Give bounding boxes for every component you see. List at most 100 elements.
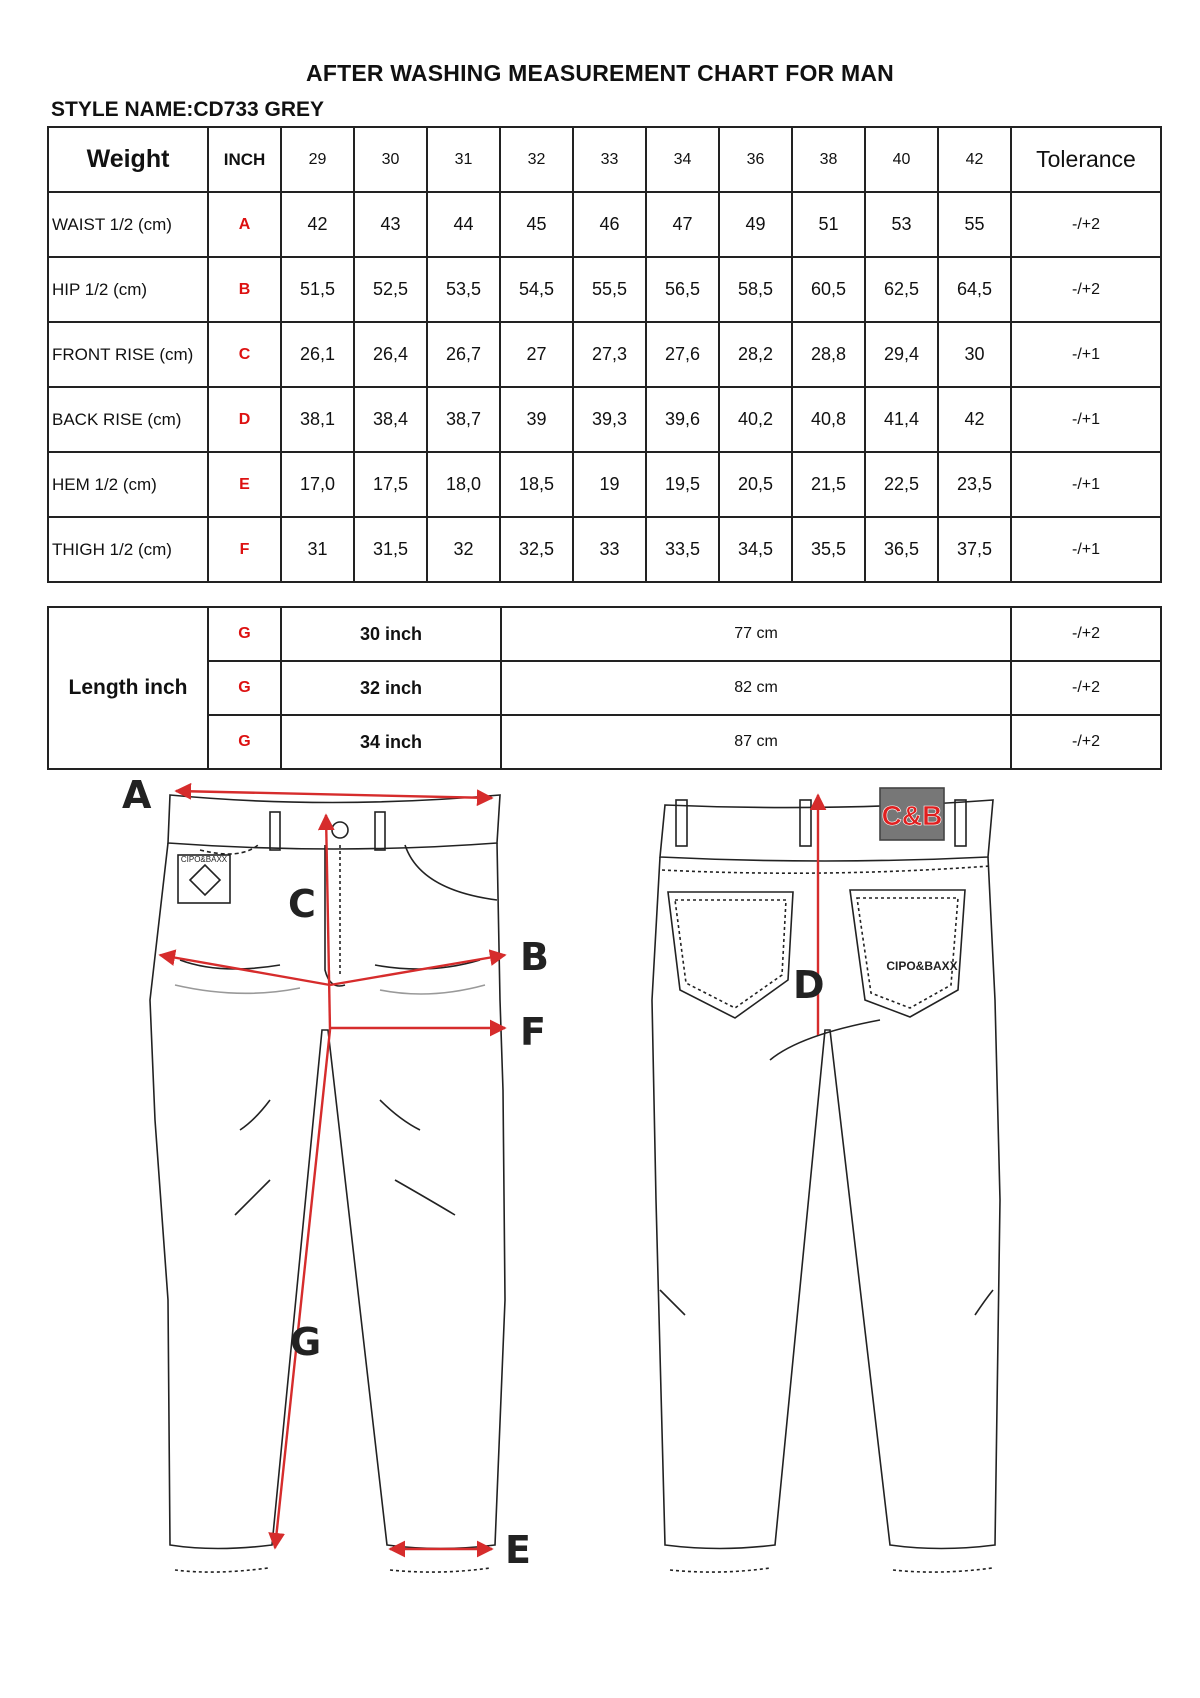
page-title: AFTER WASHING MEASUREMENT CHART FOR MAN: [306, 60, 894, 86]
length-inch-label: Length inch: [47, 606, 209, 770]
measurement-value: 33: [572, 516, 647, 583]
length-row: G 32 inch 82 cm -/+2: [48, 660, 1162, 716]
length-code: G: [207, 714, 282, 770]
inseam-arrow: [268, 1029, 332, 1550]
measurement-value: 53,5: [426, 256, 501, 323]
measurement-value: 52,5: [353, 256, 428, 323]
size-header-cell: 30: [353, 126, 428, 193]
measurement-value: 29,4: [864, 321, 939, 388]
size-header-cell: 42: [937, 126, 1012, 193]
measurement-value: 19: [572, 451, 647, 518]
measurement-value: 34,5: [718, 516, 793, 583]
label-e: E: [505, 1528, 531, 1572]
length-code: G: [207, 660, 282, 716]
measurement-value: 35,5: [791, 516, 866, 583]
measurement-value: 18,5: [499, 451, 574, 518]
measurement-value: 55: [937, 191, 1012, 258]
measurement-code: E: [207, 451, 282, 518]
back-pocket-text: CIPO&BAXX: [886, 959, 957, 973]
waist-arrow: [174, 782, 494, 807]
measurement-value: 53: [864, 191, 939, 258]
measurement-label: HIP 1/2 (cm): [47, 256, 209, 323]
measurement-value: 54,5: [499, 256, 574, 323]
brand-logo: C&B: [882, 800, 943, 831]
length-row: Length inch G 30 inch 77 cm -/+2: [47, 606, 1162, 770]
measurement-value: 22,5: [864, 451, 939, 518]
measurement-value: 39,6: [645, 386, 720, 453]
measurement-code: D: [207, 386, 282, 453]
length-inch-value: 34 inch: [280, 714, 502, 770]
label-f: F: [520, 1010, 546, 1054]
length-tolerance: -/+2: [1010, 714, 1162, 770]
measurement-value: 42: [280, 191, 355, 258]
measurement-value: 17,0: [280, 451, 355, 518]
size-header-cell: 32: [499, 126, 574, 193]
measurement-value: 55,5: [572, 256, 647, 323]
measurement-label: WAIST 1/2 (cm): [47, 191, 209, 258]
measurement-value: 60,5: [791, 256, 866, 323]
length-tolerance: -/+2: [1010, 660, 1162, 716]
measurement-value: 30: [937, 321, 1012, 388]
hip-arrow-left: [158, 949, 331, 987]
measurement-value: 23,5: [937, 451, 1012, 518]
measurement-value: 51,5: [280, 256, 355, 323]
measurement-label: FRONT RISE (cm): [47, 321, 209, 388]
label-b: B: [520, 935, 549, 979]
size-header-cell: 29: [280, 126, 355, 193]
label-a: A: [122, 773, 152, 817]
measurement-value: 28,8: [791, 321, 866, 388]
back-jeans-drawing: C&B CIPO&BAXX: [651, 787, 1001, 1573]
length-cm-value: 87 cm: [500, 714, 1012, 770]
measurement-label: BACK RISE (cm): [47, 386, 209, 453]
measurement-value: 43: [353, 191, 428, 258]
measurement-tolerance: -/+1: [1010, 386, 1162, 453]
size-header-row: Weight INCH 29 30 31 32 33 34 36 38 40 4…: [47, 126, 1162, 193]
measurement-value: 18,0: [426, 451, 501, 518]
measurement-tolerance: -/+1: [1010, 451, 1162, 518]
measurement-value: 26,4: [353, 321, 428, 388]
size-header-cell: 38: [791, 126, 866, 193]
measurement-value: 36,5: [864, 516, 939, 583]
measurement-value: 62,5: [864, 256, 939, 323]
measurement-value: 42: [937, 386, 1012, 453]
style-name: STYLE NAME:CD733 GREY: [51, 98, 325, 121]
measurement-value: 26,7: [426, 321, 501, 388]
measurement-tolerance: -/+1: [1010, 321, 1162, 388]
length-row: G 34 inch 87 cm -/+2: [48, 714, 1162, 770]
measurement-code: F: [207, 516, 282, 583]
measurement-value: 56,5: [645, 256, 720, 323]
measurement-tolerance: -/+2: [1010, 256, 1162, 323]
measurement-code: B: [207, 256, 282, 323]
measurement-value: 27,3: [572, 321, 647, 388]
front-patch-text: CIPO&BAXX: [181, 855, 228, 864]
size-header-cell: 34: [645, 126, 720, 193]
measurement-value: 39,3: [572, 386, 647, 453]
measurement-value: 33,5: [645, 516, 720, 583]
length-code: G: [207, 606, 282, 662]
measurement-value: 41,4: [864, 386, 939, 453]
measurement-value: 58,5: [718, 256, 793, 323]
measurement-value: 31: [280, 516, 355, 583]
measurement-value: 46: [572, 191, 647, 258]
length-cm-value: 77 cm: [500, 606, 1012, 662]
size-measurement-table: Weight INCH 29 30 31 32 33 34 36 38 40 4…: [47, 126, 1162, 583]
length-inch-value: 30 inch: [280, 606, 502, 662]
measurement-value: 31,5: [353, 516, 428, 583]
measurement-value: 51: [791, 191, 866, 258]
size-header-cell: 40: [864, 126, 939, 193]
label-g: G: [290, 1320, 321, 1364]
measurement-value: 39: [499, 386, 574, 453]
measurement-tolerance: -/+2: [1010, 191, 1162, 258]
measurement-value: 44: [426, 191, 501, 258]
size-header-cell: 33: [572, 126, 647, 193]
measurement-value: 37,5: [937, 516, 1012, 583]
length-cm-value: 82 cm: [500, 660, 1012, 716]
measurement-value: 19,5: [645, 451, 720, 518]
measurement-value: 38,1: [280, 386, 355, 453]
